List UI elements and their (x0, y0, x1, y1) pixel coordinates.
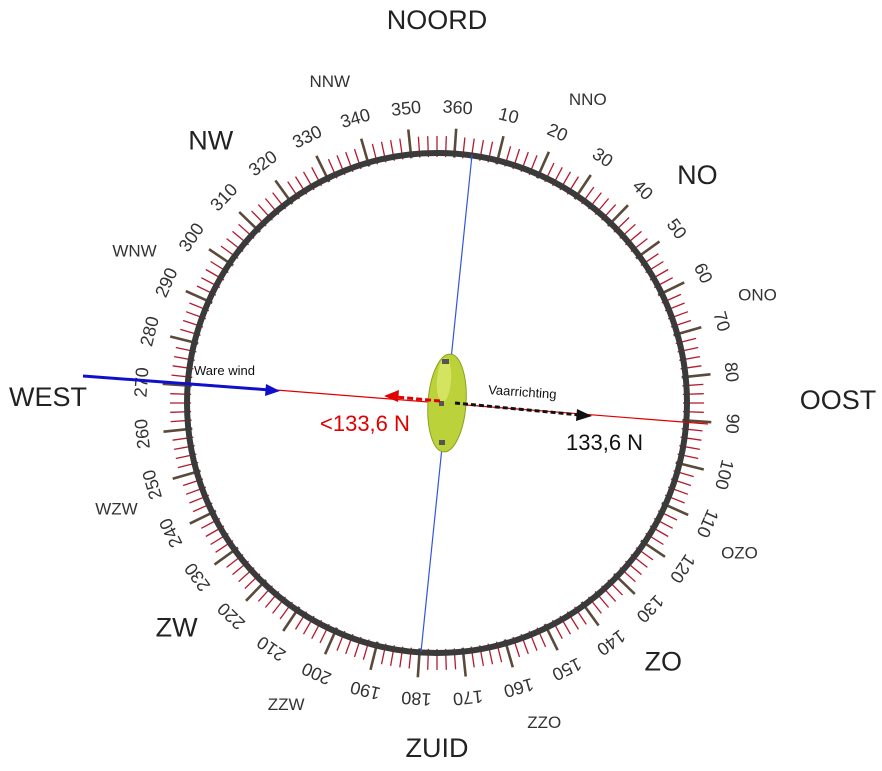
secondary-direction-label: NNW (309, 72, 350, 91)
degree-label: 310 (206, 179, 241, 215)
degree-label: 250 (138, 467, 166, 501)
degree-label: 180 (401, 688, 432, 710)
secondary-direction-label: ZZW (268, 695, 305, 714)
course-arrow (454, 401, 581, 417)
boat-deck-mark (442, 359, 449, 364)
heading-value: 133,6 N (566, 430, 643, 455)
boat-deck-mark (439, 401, 444, 406)
degree-label: 270 (130, 367, 152, 398)
degree-label: 90 (722, 413, 743, 434)
course-arrowhead (576, 409, 592, 421)
counter-course-arrowhead (384, 390, 399, 402)
counter-heading-value: <133,6 N (320, 411, 410, 436)
degree-label: 200 (299, 658, 335, 688)
degree-label: 210 (253, 632, 289, 665)
true-wind-arrowhead (265, 384, 280, 396)
boat-highlight (436, 358, 452, 402)
course-label: Vaarrichting (488, 382, 557, 402)
degree-label: 260 (131, 418, 154, 450)
boat (427, 353, 467, 453)
cardinal-direction-label: NOORD (387, 5, 488, 35)
boat-deck-mark (439, 440, 445, 445)
intercardinal-direction-label: ZW (156, 612, 198, 642)
degree-label: 290 (151, 265, 181, 301)
degree-label: 220 (213, 598, 249, 633)
degree-label: 10 (497, 103, 521, 127)
degree-label: 80 (721, 361, 743, 383)
degree-label: 60 (690, 260, 717, 287)
degree-label: 30 (589, 143, 617, 171)
intercardinal-direction-label: ZO (645, 647, 683, 677)
secondary-direction-label: ONO (738, 285, 777, 304)
cardinal-direction-label: WEST (9, 382, 87, 412)
degree-label: 240 (155, 515, 186, 551)
counter-course-arrow (395, 395, 441, 403)
degree-label: 160 (501, 674, 535, 702)
degree-label: 110 (693, 506, 723, 540)
degree-label: 20 (544, 119, 570, 145)
degree-label: 330 (289, 121, 325, 152)
degree-label: 50 (663, 215, 691, 243)
degree-label: 150 (549, 654, 585, 685)
intercardinal-direction-label: NO (677, 160, 718, 190)
degree-label: 170 (452, 686, 484, 709)
degree-label: 350 (390, 97, 422, 120)
degree-label: 120 (666, 551, 699, 587)
degree-label: 100 (711, 458, 738, 492)
degree-label: 360 (442, 96, 473, 118)
degree-label: 300 (175, 219, 208, 255)
secondary-direction-label: NNO (569, 90, 607, 109)
degree-label: 230 (180, 559, 214, 595)
intercardinal-direction-label: NW (188, 126, 233, 156)
cardinal-direction-label: ZUID (406, 733, 469, 763)
cardinal-direction-label: OOST (800, 385, 877, 415)
true-wind-arrow (82, 374, 271, 392)
secondary-direction-label: OZO (721, 543, 758, 562)
direction-labels: NNO ONO OZO ZZO ZZW WZW WNW NNW NO ZO ZW NW NOORD OOS… (9, 5, 876, 763)
wind-label: Ware wind (194, 363, 255, 378)
degree-label: 340 (338, 104, 372, 132)
secondary-direction-label: ZZO (527, 713, 561, 732)
compass-ring (184, 150, 690, 656)
degree-label: 190 (348, 677, 382, 704)
degree-label: 40 (629, 176, 657, 204)
degree-label: 280 (136, 314, 163, 348)
secondary-direction-label: WNW (112, 242, 156, 261)
degree-label: 140 (593, 626, 629, 660)
degree-label: 70 (709, 309, 734, 334)
degree-label: 320 (245, 146, 281, 180)
degree-label: 130 (632, 591, 667, 627)
secondary-direction-label: WZW (95, 500, 137, 519)
